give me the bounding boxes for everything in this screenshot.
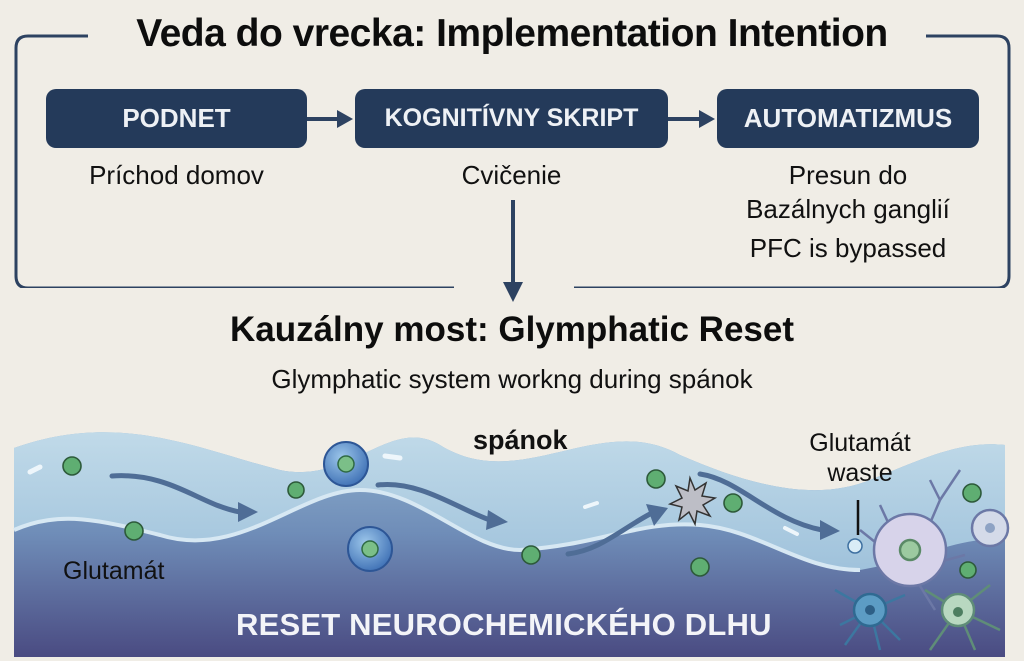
step-label: PODNET <box>122 103 231 133</box>
step-box-automatizmus: AUTOMATIZMUS <box>717 89 979 148</box>
step-caption: Bazálnych ganglií <box>746 194 950 224</box>
arrow-right-icon <box>307 110 353 128</box>
arrow-down-icon <box>503 200 523 302</box>
bridge-title: Kauzálny most: Glymphatic Reset <box>229 310 795 349</box>
step-label: KOGNITÍVNY SKRIPT <box>384 104 639 132</box>
step-box-kognitivny-skript: KOGNITÍVNY SKRIPT <box>355 89 668 148</box>
reset-banner: RESET NEUROCHEMICKÉHO DLHU <box>236 607 772 642</box>
step-box-podnet: PODNET <box>46 89 307 148</box>
glymphatic-illustration <box>13 432 1010 657</box>
glutamate-label: Glutamát <box>63 557 165 585</box>
bridge-subtitle: Glymphatic system workng during spánok <box>271 364 753 394</box>
glutamate-waste-label: Glutamát waste <box>790 428 930 488</box>
step-caption: PFC is bypassed <box>749 233 947 263</box>
sleep-label: spánok <box>473 425 568 455</box>
page-title: Veda do vrecka: Implementation Intention <box>136 12 888 55</box>
waste-label-line1: Glutamát <box>809 429 911 457</box>
waste-label-line2: waste <box>827 459 893 487</box>
step-caption: Cvičenie <box>461 160 562 190</box>
step-caption: Presun do <box>788 160 908 190</box>
step-caption: Príchod domov <box>89 160 264 190</box>
step-label: AUTOMATIZMUS <box>743 103 953 133</box>
arrow-right-icon <box>668 110 715 128</box>
